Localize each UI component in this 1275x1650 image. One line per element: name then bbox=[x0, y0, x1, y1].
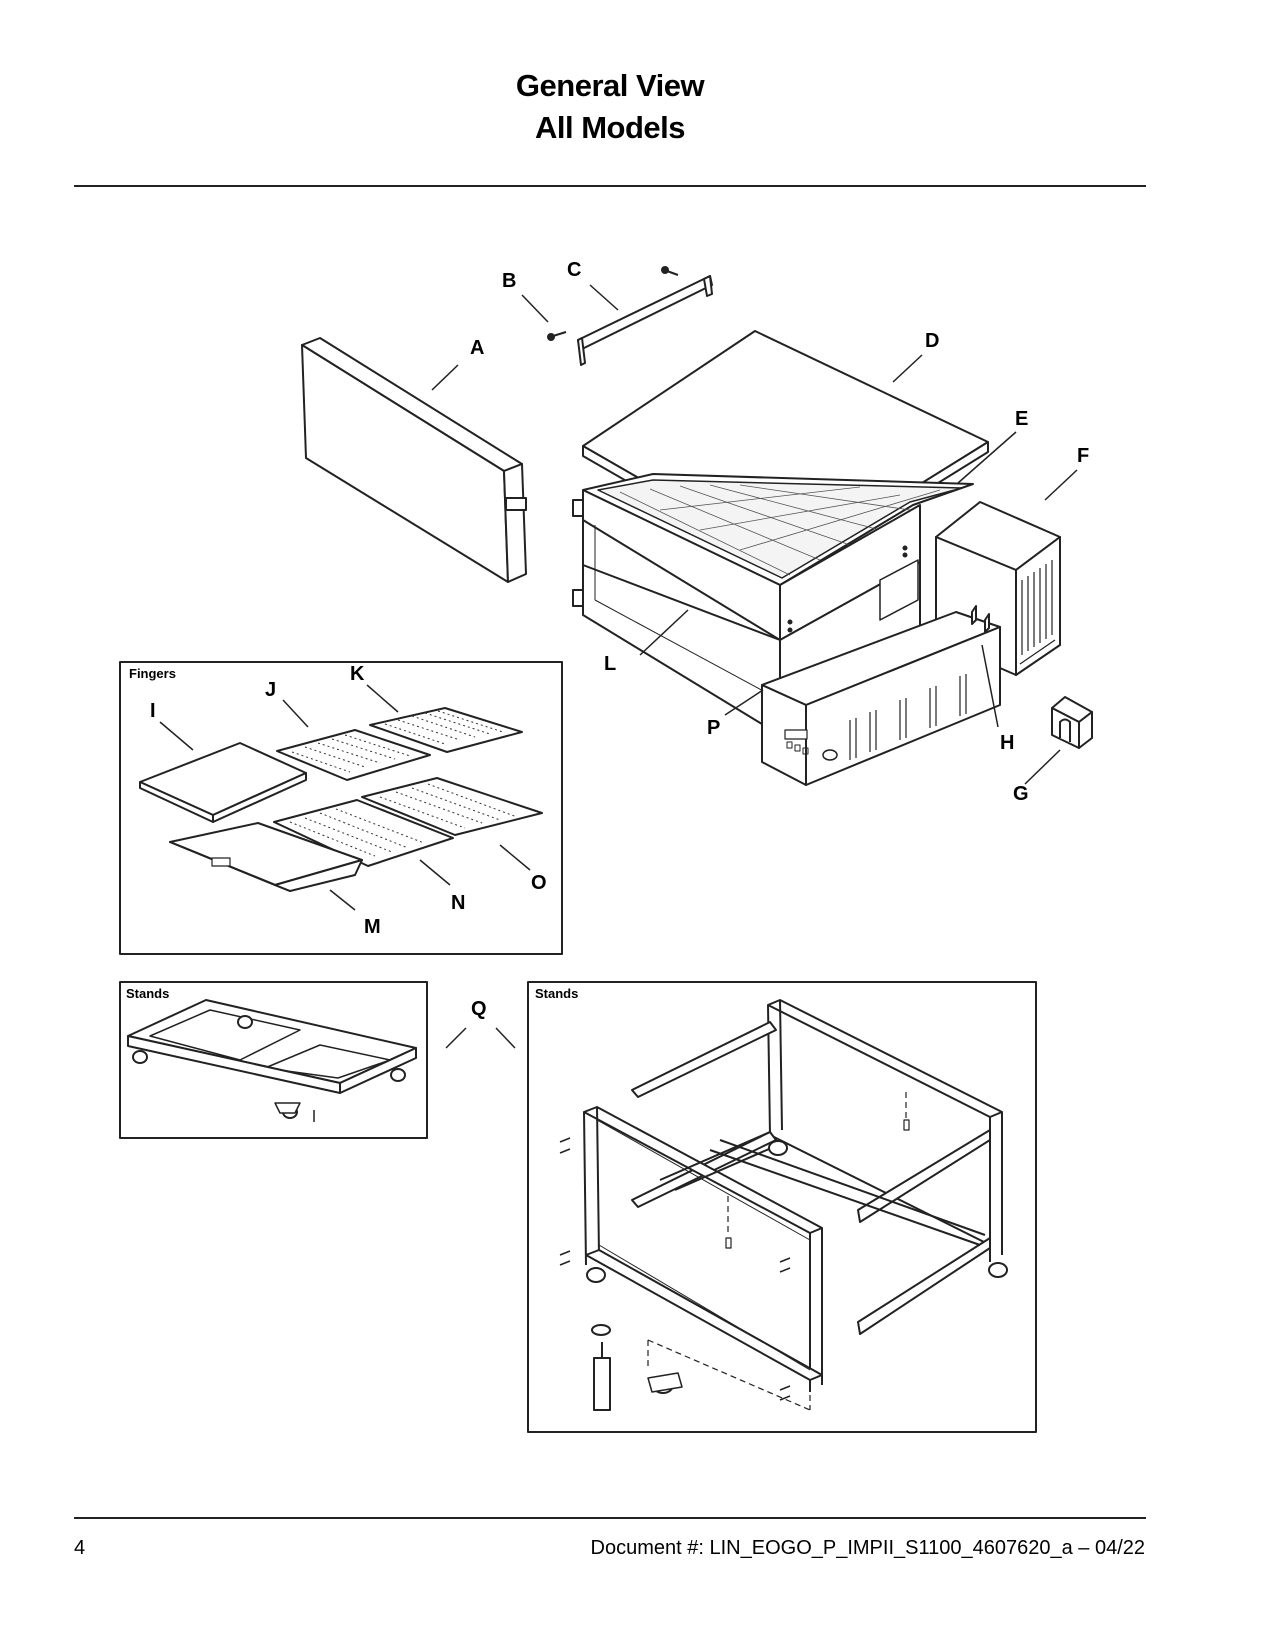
fingers-panel-label: Fingers bbox=[129, 666, 176, 681]
part-oven-body bbox=[572, 473, 974, 736]
part-door-panel bbox=[301, 337, 527, 583]
part-finger-cover-i bbox=[139, 742, 307, 823]
callout-q: Q bbox=[471, 998, 487, 1020]
stand-large-drawing bbox=[559, 999, 1008, 1411]
part-screws bbox=[547, 266, 679, 341]
part-finger-tray-m bbox=[169, 822, 363, 892]
callout-n: N bbox=[451, 892, 465, 914]
fingers-panel-frame bbox=[119, 661, 563, 955]
callout-g: G bbox=[1013, 783, 1029, 805]
callout-h: H bbox=[1000, 732, 1014, 754]
callout-o: O bbox=[531, 872, 547, 894]
stand-small-drawing bbox=[127, 999, 417, 1122]
part-control-panel bbox=[761, 611, 1001, 786]
page-title-line2: All Models bbox=[534, 110, 686, 145]
part-bracket bbox=[577, 275, 713, 366]
callout-f: F bbox=[1077, 445, 1089, 467]
callout-j: J bbox=[265, 679, 276, 701]
stands-small-panel-label: Stands bbox=[126, 986, 169, 1001]
stands-large-panel-label: Stands bbox=[535, 986, 578, 1001]
callout-m: M bbox=[364, 916, 381, 938]
header-divider bbox=[74, 185, 1146, 187]
stands-large-panel-frame bbox=[527, 981, 1037, 1433]
document-number: Document #: LIN_EOGO_P_IMPII_S1100_46076… bbox=[590, 1537, 1145, 1559]
page-number: 4 bbox=[74, 1537, 86, 1559]
callout-l: L bbox=[604, 653, 616, 675]
callout-c: C bbox=[567, 259, 581, 281]
stands-small-panel-frame bbox=[119, 981, 428, 1139]
callout-p: P bbox=[707, 717, 720, 739]
leader-lines-fingers bbox=[159, 684, 531, 911]
callout-k: K bbox=[350, 663, 365, 685]
leader-lines-main bbox=[431, 284, 1078, 785]
callout-a: A bbox=[470, 337, 484, 359]
page-title-line1: General View bbox=[515, 68, 705, 103]
callout-d: D bbox=[925, 330, 939, 352]
part-cover-block bbox=[1051, 696, 1093, 749]
leader-lines-stands bbox=[445, 1027, 516, 1049]
callout-i: I bbox=[150, 700, 156, 722]
part-finger-plates-jk bbox=[276, 707, 523, 781]
part-finger-plates-no bbox=[273, 777, 543, 867]
callout-b: B bbox=[502, 270, 516, 292]
footer-divider bbox=[74, 1517, 1146, 1519]
part-clips bbox=[971, 605, 990, 633]
callout-e: E bbox=[1015, 408, 1028, 430]
